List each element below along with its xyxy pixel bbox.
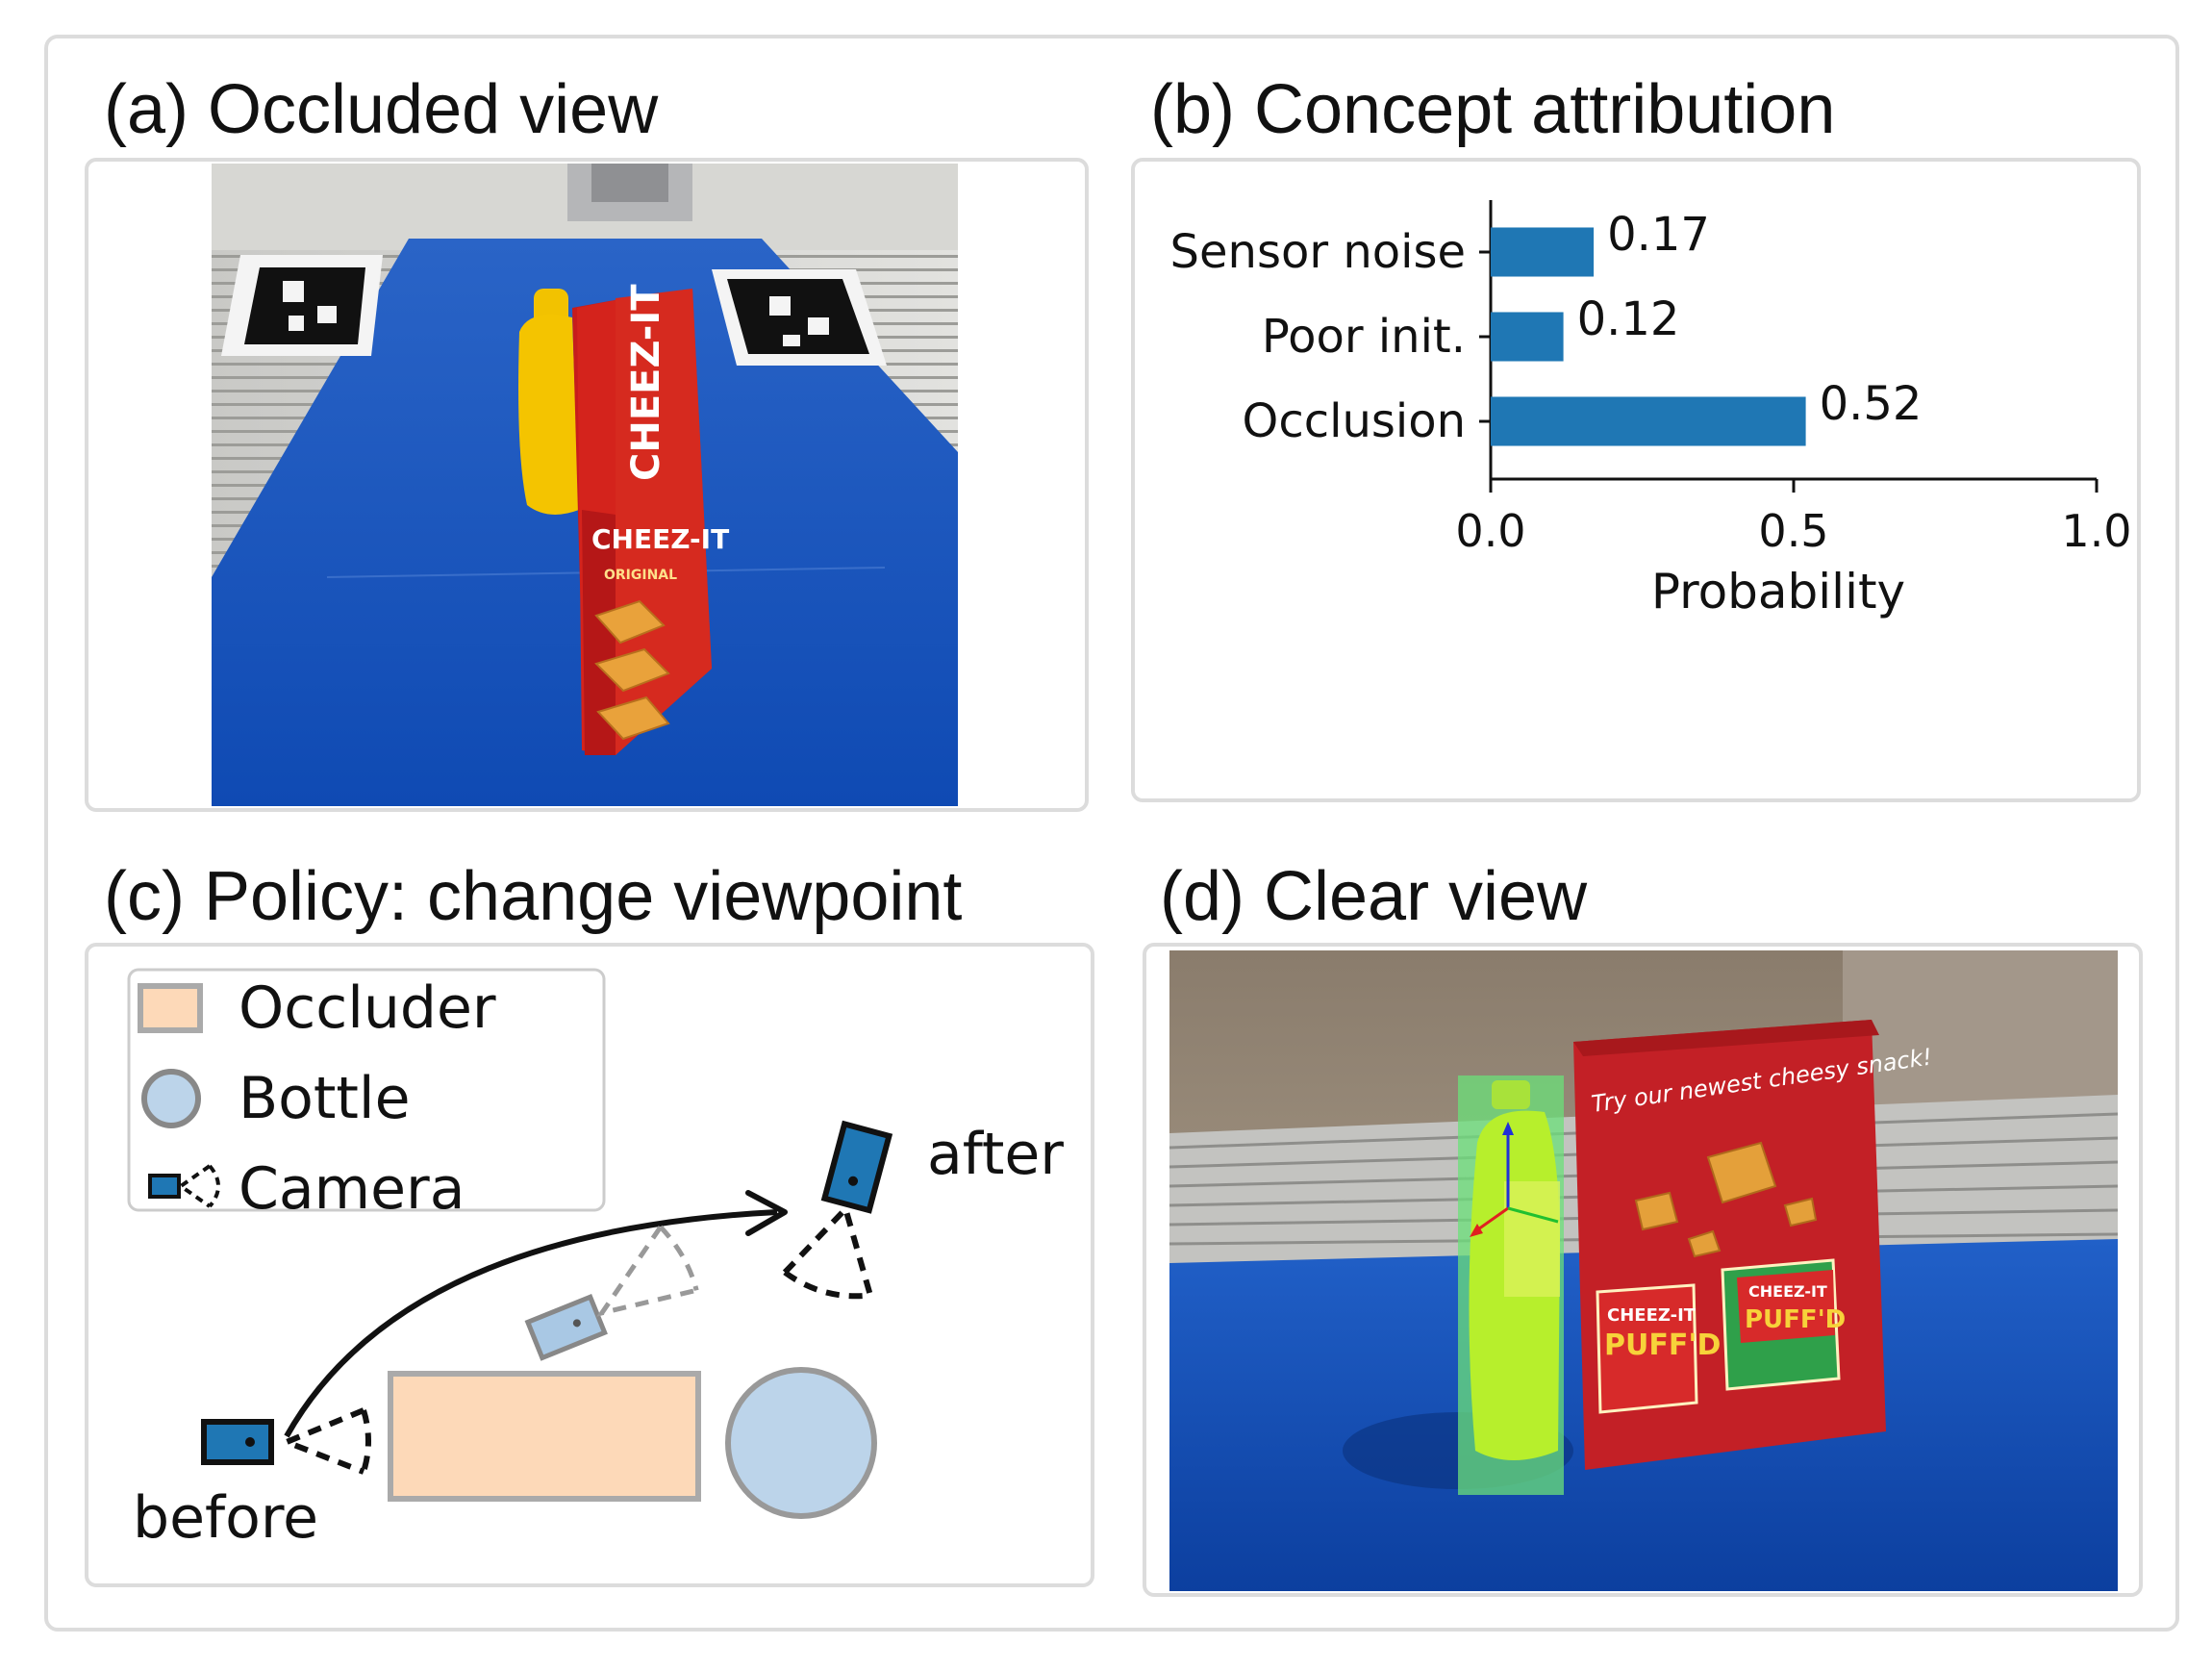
- bar-value-label: 0.52: [1820, 377, 1923, 431]
- bar-occlusion: [1491, 396, 1806, 446]
- x-tick-label: 1.0: [2061, 505, 2131, 557]
- y-tick-label: Occlusion: [1243, 394, 1466, 448]
- pose-axes: [1470, 1122, 1559, 1237]
- mini-box-brand-left: CHEEZ-IT: [1607, 1305, 1697, 1326]
- mini-box-right: CHEEZ-IT PUFF'D: [1721, 1258, 1846, 1391]
- bar-value-label: 0.17: [1607, 208, 1710, 262]
- legend-occluder-label: Occluder: [239, 974, 496, 1042]
- mini-box-product-left: PUFF'D: [1604, 1328, 1721, 1362]
- mini-box-left: CHEEZ-IT PUFF'D: [1596, 1283, 1721, 1414]
- figure-frame: [44, 35, 2179, 1632]
- viewpoint-diagram: Occluder Bottle Camera before: [127, 968, 1064, 1552]
- y-tick-label: Poor init.: [1262, 310, 1466, 364]
- legend-camera-icon: [148, 1164, 220, 1208]
- clear-view-photo: Try our newest cheesy snack! CHEEZ-IT PU…: [1169, 950, 2118, 1591]
- arrow-head: [745, 1190, 788, 1236]
- bottle-circle: [725, 1367, 877, 1519]
- label-after: after: [927, 1121, 1064, 1188]
- x-tick-label: 0.5: [1758, 505, 1828, 557]
- cracker-images: [594, 599, 670, 741]
- legend-bottle-swatch: [141, 1069, 201, 1128]
- mini-box-product-right: PUFF'D: [1745, 1305, 1846, 1334]
- camera-before: [201, 1407, 371, 1475]
- camera-path-arrow: [284, 1209, 778, 1438]
- mustard-bottle: [518, 289, 579, 515]
- label-before: before: [133, 1484, 318, 1552]
- cheezit-box: CHEEZ-IT CHEEZ-IT ORIGINAL: [572, 284, 729, 755]
- legend-bottle-label: Bottle: [239, 1065, 411, 1132]
- cracker-images: [1634, 1141, 1818, 1258]
- bar-poor-init: [1491, 312, 1564, 362]
- mustard-bottle-detected: [1458, 1075, 1564, 1495]
- panel-b-title: (b) Concept attribution: [1150, 71, 1836, 148]
- box-variety-text: ORIGINAL: [604, 568, 677, 583]
- occluded-view-photo: CHEEZ-IT CHEEZ-IT ORIGINAL: [212, 164, 958, 806]
- bar-sensor-noise: [1491, 227, 1595, 277]
- panel-a-title: (a) Occluded view: [104, 71, 659, 148]
- ar-marker-right: [712, 269, 887, 366]
- x-tick-label: 0.0: [1455, 505, 1525, 557]
- box-brand-text-side: CHEEZ-IT: [624, 284, 668, 481]
- legend-occluder-swatch: [138, 983, 203, 1033]
- camera-after: [782, 1120, 893, 1300]
- y-tick-label: Sensor noise: [1170, 225, 1466, 279]
- camera-intermediate: [524, 1225, 699, 1361]
- legend-camera-label: Camera: [239, 1155, 465, 1223]
- legend-box: [127, 968, 606, 1212]
- ar-marker-left: [221, 255, 383, 356]
- box-brand-text-front: CHEEZ-IT: [591, 523, 729, 555]
- panel-d-title: (d) Clear view: [1160, 858, 1588, 935]
- x-axis-label: Probability: [1651, 564, 1905, 620]
- bar-value-label: 0.12: [1577, 292, 1680, 346]
- mini-box-brand-right: CHEEZ-IT: [1748, 1282, 1827, 1301]
- occluder-rect: [388, 1371, 701, 1502]
- panel-c-title: (c) Policy: change viewpoint: [104, 858, 963, 935]
